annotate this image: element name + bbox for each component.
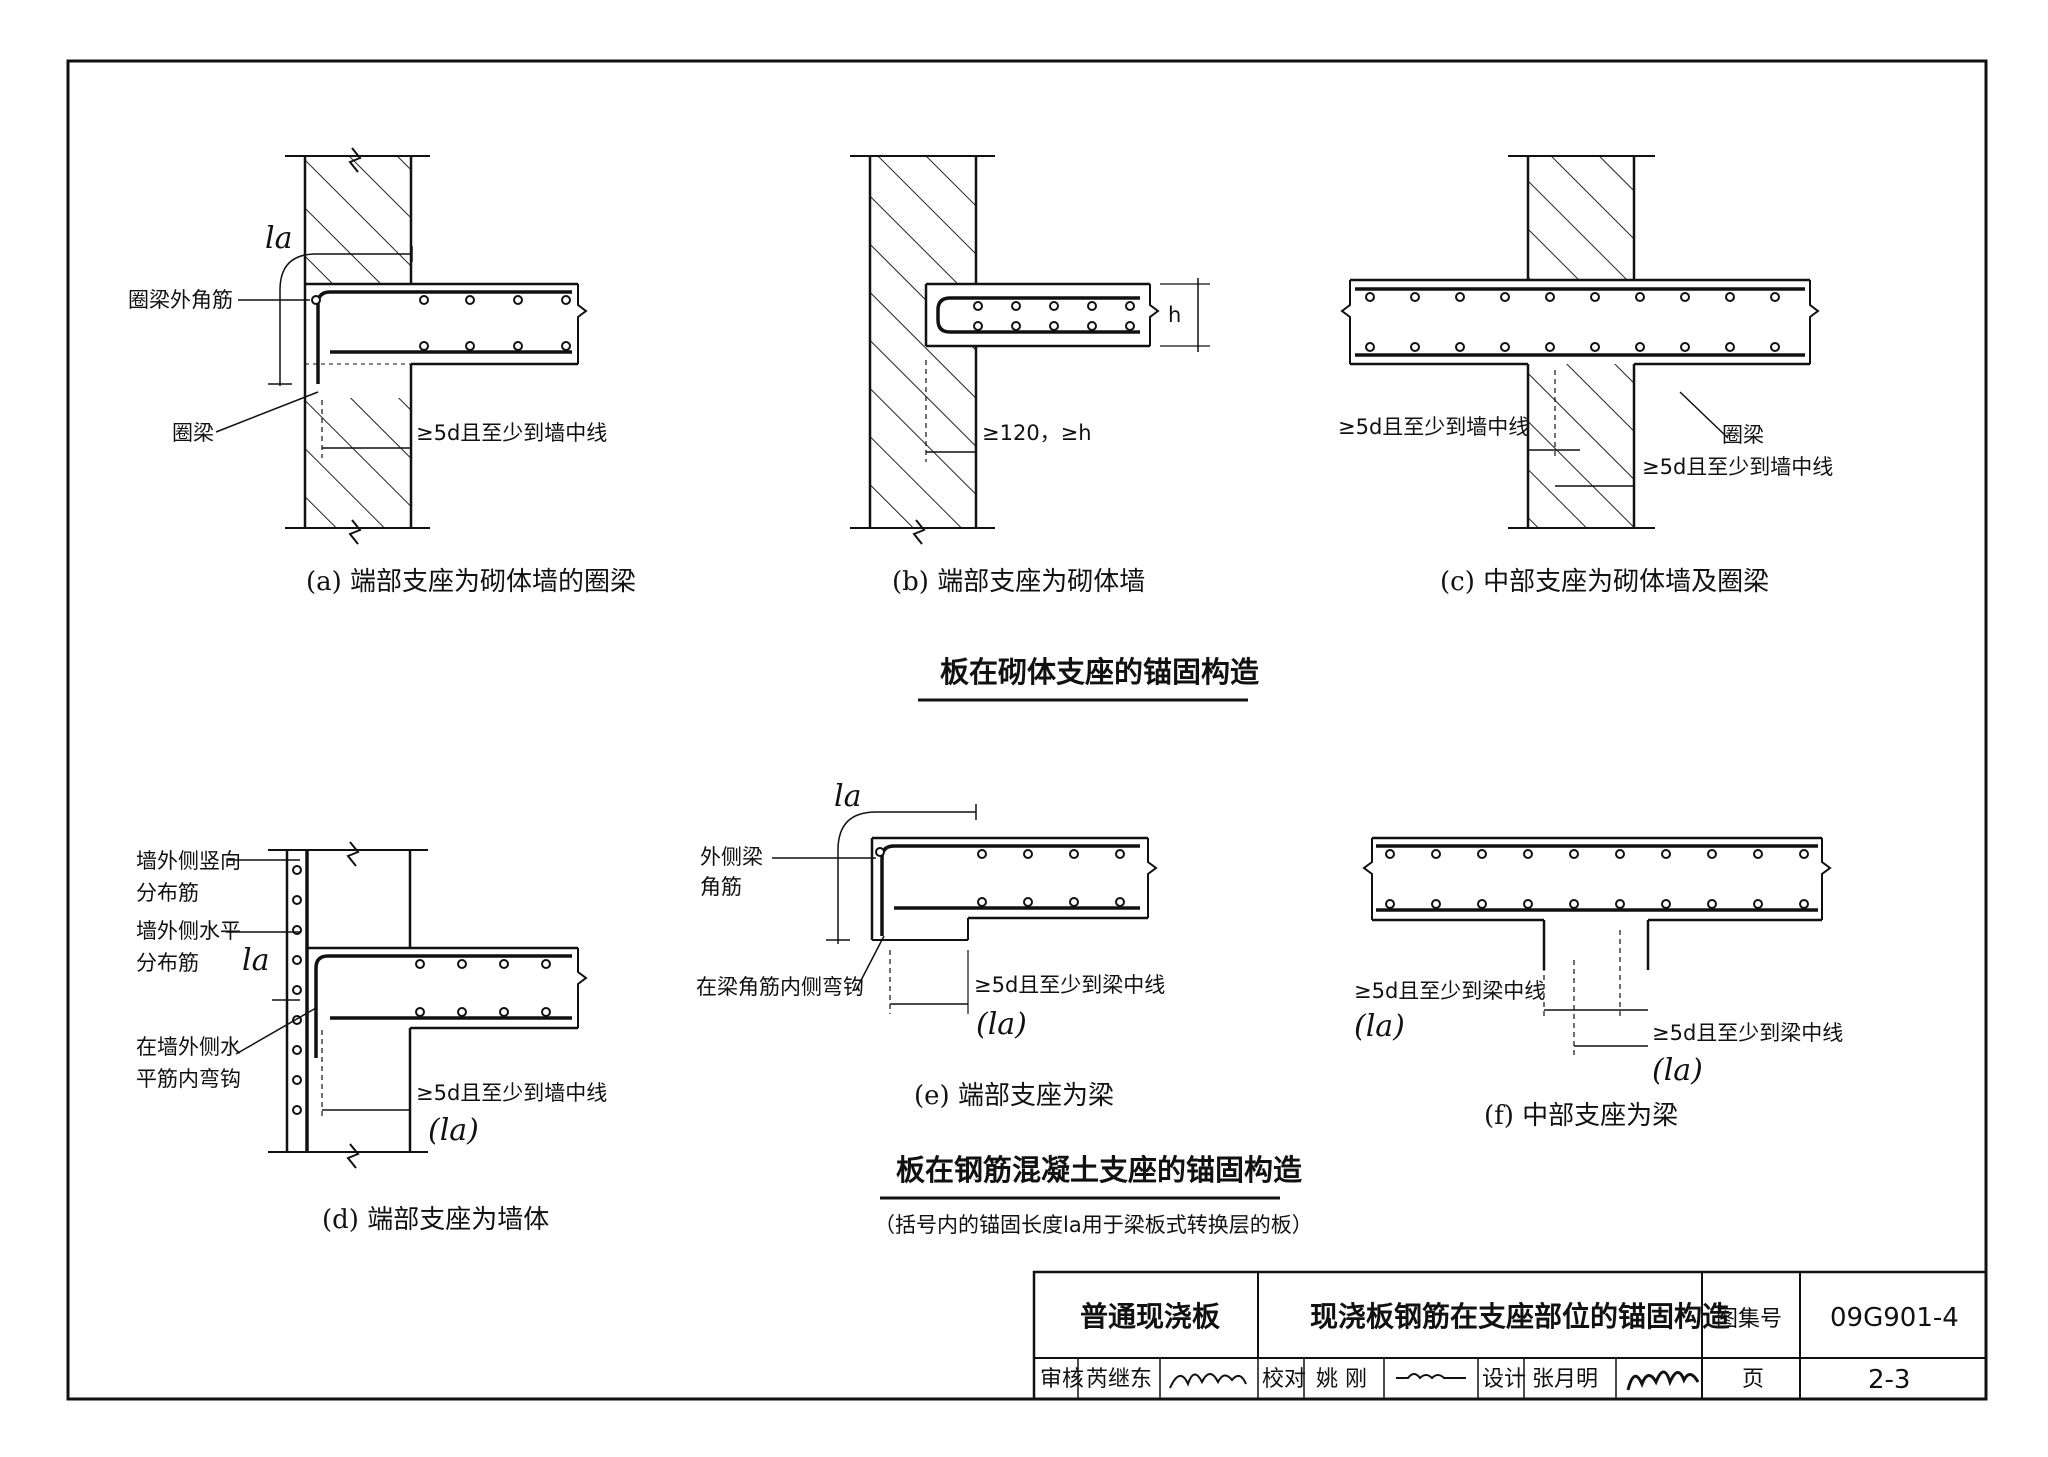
title-block-design-label: 设计 (1482, 1367, 1526, 1392)
panel-b-dim: ≥120，≥h (982, 421, 1092, 445)
panel-e-caption: (e) 端部支座为梁 (914, 1081, 1114, 1111)
title-block-page-no: 2-3 (1868, 1365, 1910, 1395)
title-block-designer: 张月明 (1532, 1367, 1598, 1392)
panel-c: ≥5d且至少到墙中线 圈梁 ≥5d且至少到墙中线 (c) 中部支座为砌体墙及圈梁 (1338, 155, 1833, 597)
title-block-checker: 姚 刚 (1316, 1367, 1367, 1392)
panel-a-la: la (265, 221, 292, 256)
panel-c-beam-label: 圈梁 (1722, 423, 1764, 447)
panel-d-dim-paren: (la) (428, 1113, 479, 1148)
title-block: 普通现浇板 现浇板钢筋在支座部位的锚固构造 图集号 09G901-4 审核 芮继… (1032, 1270, 1988, 1401)
panel-d-hook-label-2: 平筋内弯钩 (136, 1067, 241, 1091)
panel-e-la: la (834, 779, 861, 814)
title-block-category: 普通现浇板 (1080, 1300, 1220, 1333)
panel-a-dim: ≥5d且至少到墙中线 (416, 421, 607, 445)
rc-section-title: 板在钢筋混凝土支座的锚固构造 (896, 1153, 1302, 1187)
title-block-atlas-label: 图集号 (1716, 1307, 1782, 1332)
panel-f-dim-right: ≥5d且至少到梁中线 (1652, 1021, 1843, 1045)
panel-f-dim-left: ≥5d且至少到梁中线 (1354, 979, 1545, 1003)
panel-d: la 墙外侧竖向 分布筋 墙外侧水平 分布筋 在墙外侧水 平筋内弯钩 ≥5d且至… (136, 841, 607, 1235)
title-block-reviewer: 芮继东 (1086, 1367, 1152, 1392)
panel-a-corner-label: 圈梁外角筋 (128, 288, 233, 312)
panel-f-caption: (f) 中部支座为梁 (1484, 1101, 1678, 1131)
panel-d-horiz-label-1: 墙外侧水平 (136, 919, 241, 943)
rc-section-note: （括号内的锚固长度la用于梁板式转换层的板） (874, 1213, 1313, 1237)
panel-d-la: la (242, 943, 269, 978)
reviewer-signature (1169, 1373, 1247, 1389)
panel-c-dim-left: ≥5d且至少到墙中线 (1338, 415, 1529, 439)
checker-signature (1396, 1373, 1466, 1380)
panel-a-caption: (a) 端部支座为砌体墙的圈梁 (306, 567, 636, 597)
panel-d-caption: (d) 端部支座为墙体 (322, 1205, 549, 1235)
panel-b: h ≥120，≥h (b) 端部支座为砌体墙 (850, 155, 1210, 597)
panel-d-vert-label-1: 墙外侧竖向 (136, 849, 241, 873)
panel-d-dim: ≥5d且至少到墙中线 (416, 1081, 607, 1105)
panel-f: ≥5d且至少到梁中线 (la) ≥5d且至少到梁中线 (la) (f) 中部支座… (1354, 836, 1843, 1131)
panel-e-hook-label: 在梁角筋内侧弯钩 (696, 975, 864, 999)
panel-f-dim-left-paren: (la) (1354, 1009, 1405, 1044)
panel-a-beam-label: 圈梁 (172, 421, 214, 445)
masonry-section-title: 板在砌体支座的锚固构造 (940, 655, 1259, 689)
panel-e-corner-label-1: 外侧梁 (700, 845, 763, 869)
panel-c-dim-right: ≥5d且至少到墙中线 (1642, 455, 1833, 479)
panel-c-caption: (c) 中部支座为砌体墙及圈梁 (1440, 567, 1769, 597)
panel-e-corner-label-2: 角筋 (700, 875, 742, 899)
title-block-page-label: 页 (1742, 1367, 1764, 1392)
title-block-drawing-title: 现浇板钢筋在支座部位的锚固构造 (1310, 1300, 1730, 1333)
panel-b-caption: (b) 端部支座为砌体墙 (892, 567, 1145, 597)
title-block-check-label: 校对 (1262, 1367, 1306, 1392)
designer-signature (1626, 1370, 1700, 1391)
panel-a: la 圈梁外角筋 圈梁 ≥5d且至少到墙中线 (a) 端部支座为砌体墙的圈梁 (128, 147, 636, 597)
panel-b-h: h (1168, 303, 1181, 327)
sheet-border (66, 59, 1988, 1401)
title-block-review-label: 审核 (1040, 1367, 1084, 1392)
panel-f-dim-right-paren: (la) (1652, 1053, 1703, 1088)
panel-d-hook-label-1: 在墙外侧水 (136, 1035, 241, 1059)
panel-d-vert-label-2: 分布筋 (136, 881, 199, 905)
panel-e-dim: ≥5d且至少到梁中线 (974, 973, 1165, 997)
panel-d-horiz-label-2: 分布筋 (136, 951, 199, 975)
panel-e: la 外侧梁 角筋 在梁角筋内侧弯钩 ≥5d且至少到梁中线 (la) (e) 端… (696, 779, 1165, 1111)
title-block-atlas-no: 09G901-4 (1830, 1303, 1959, 1333)
panel-e-dim-paren: (la) (976, 1007, 1027, 1042)
